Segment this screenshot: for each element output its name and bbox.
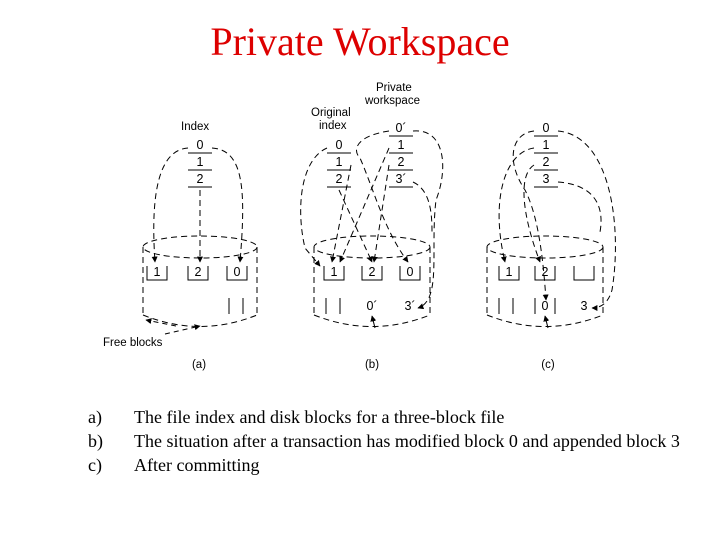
label-private-workspace-2: workspace xyxy=(364,95,420,107)
list-item: a) The file index and disk blocks for a … xyxy=(88,405,688,429)
label-original-index-2: index xyxy=(319,120,347,132)
label-free-blocks: Free blocks xyxy=(103,337,163,349)
index-entry-c-3: 3 xyxy=(543,172,550,186)
caption-a: (a) xyxy=(192,359,206,371)
item-text: After committing xyxy=(134,455,260,475)
private-index-entry-3: 3´ xyxy=(395,172,406,186)
index-entry-a-0: 0 xyxy=(197,138,204,152)
slide-title: Private Workspace xyxy=(210,19,510,64)
original-index-entry-1: 1 xyxy=(336,155,343,169)
disk-block-a-0: 0 xyxy=(234,265,241,279)
index-entry-c-0: 0 xyxy=(543,121,550,135)
panel-c: 0 1 2 3 1 2 0 3 (c) xyxy=(486,121,616,371)
item-text: The situation after a transaction has mo… xyxy=(134,431,680,451)
private-index-entry-1: 1 xyxy=(398,138,405,152)
panel-a: 0 1 2 1 2 0 (a) xyxy=(142,138,258,371)
private-index-entry-2: 2 xyxy=(398,155,405,169)
label-private-workspace-1: Private xyxy=(376,82,412,94)
disk-block-c-2: 2 xyxy=(542,265,549,279)
index-entry-c-1: 1 xyxy=(543,138,550,152)
caption-b: (b) xyxy=(365,359,379,371)
disk-block-a-2: 2 xyxy=(195,265,202,279)
item-letter: b) xyxy=(88,431,103,451)
original-index-entry-0: 0 xyxy=(336,138,343,152)
list-item: b) The situation after a transaction has… xyxy=(88,429,688,453)
disk-block-c-3: 3 xyxy=(581,299,588,313)
index-entry-c-2: 2 xyxy=(543,155,550,169)
original-index-entry-2: 2 xyxy=(336,172,343,186)
panel-b: 0 1 2 0´ 1 2 3´ 1 2 0 0´ 3´ xyxy=(300,121,444,371)
disk-block-b-3-prime: 3´ xyxy=(404,299,415,313)
caption-c: (c) xyxy=(541,359,555,371)
index-entry-a-1: 1 xyxy=(197,155,204,169)
label-original-index-1: Original xyxy=(311,107,351,119)
item-text: The file index and disk blocks for a thr… xyxy=(134,407,505,427)
disk-block-c-1: 1 xyxy=(506,265,513,279)
disk-block-b-0: 0 xyxy=(407,265,414,279)
disk-block-b-0-prime: 0´ xyxy=(366,299,377,313)
item-letter: c) xyxy=(88,455,102,475)
disk-block-a-1: 1 xyxy=(154,265,161,279)
disk-block-c-0: 0 xyxy=(542,299,549,313)
index-entry-a-2: 2 xyxy=(197,172,204,186)
disk-block-b-1: 1 xyxy=(331,265,338,279)
disk-block-b-2: 2 xyxy=(369,265,376,279)
label-index: Index xyxy=(181,121,209,133)
list-item: c) After committing xyxy=(88,453,688,477)
private-index-entry-0: 0´ xyxy=(395,121,406,135)
item-letter: a) xyxy=(88,407,102,427)
caption-list: a) The file index and disk blocks for a … xyxy=(88,405,688,477)
